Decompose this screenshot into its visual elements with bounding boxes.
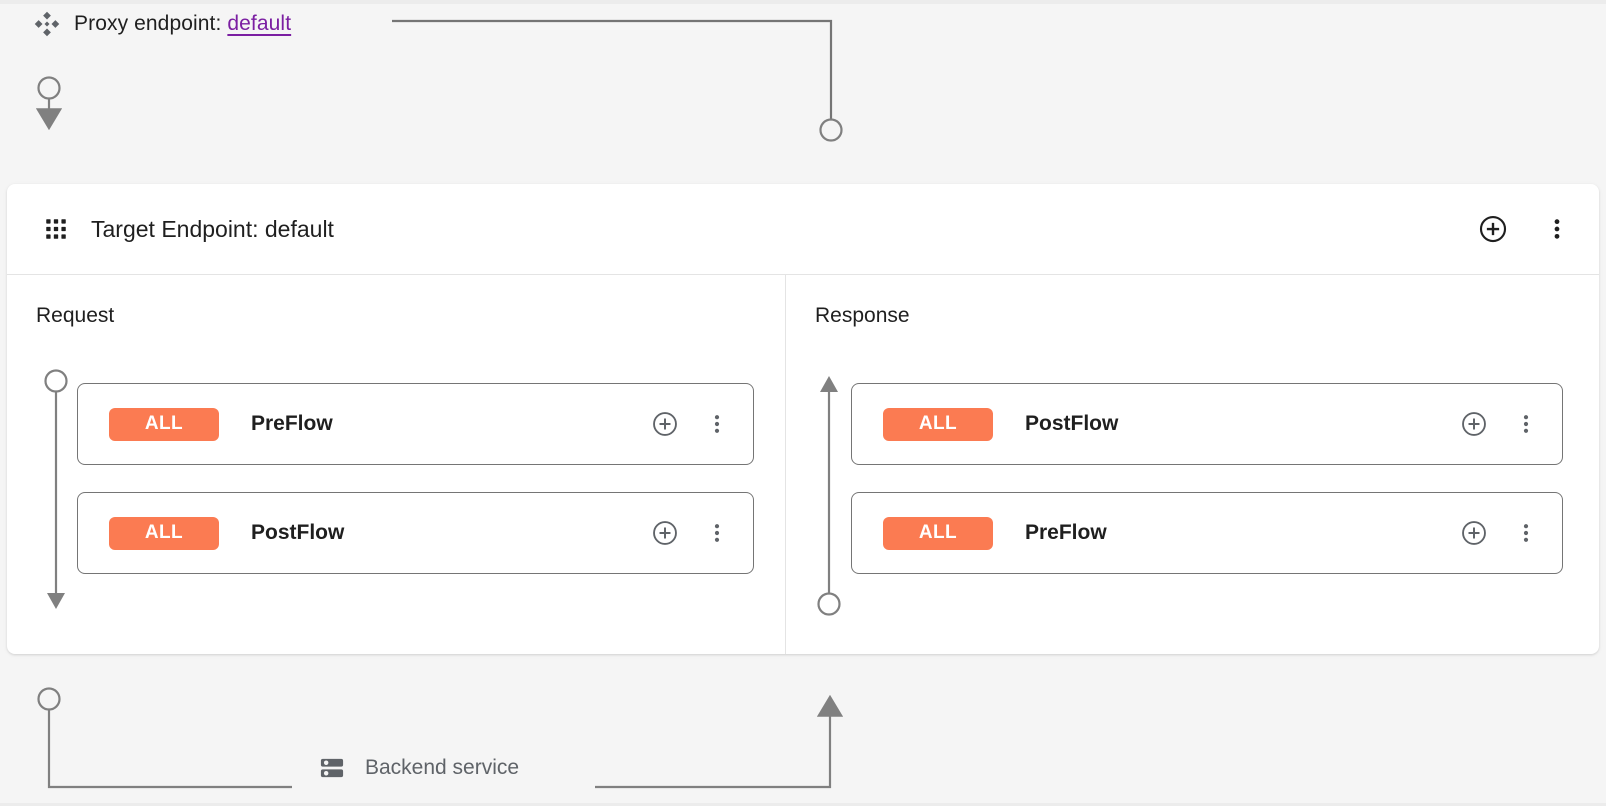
target-endpoint-header: Target Endpoint: default bbox=[7, 184, 1599, 275]
proxy-endpoint-diamond-icon bbox=[32, 9, 62, 39]
backend-service-row[interactable]: Backend service bbox=[318, 748, 519, 788]
column-divider bbox=[785, 275, 786, 654]
response-column: Response ALL PostFlow bbox=[786, 275, 1599, 654]
response-flow-cards: ALL PostFlow bbox=[851, 383, 1563, 574]
request-flow-cards: ALL PreFlow bbox=[77, 383, 754, 574]
more-vert-icon[interactable] bbox=[1541, 213, 1573, 245]
flow-badge: ALL bbox=[883, 407, 993, 441]
more-vert-icon[interactable] bbox=[703, 519, 731, 547]
request-column-label: Request bbox=[36, 304, 115, 327]
flow-columns: Request ALL PreFlow bbox=[7, 275, 1599, 654]
flow-badge: ALL bbox=[109, 407, 219, 441]
add-circle-icon[interactable] bbox=[651, 519, 679, 547]
flow-card-name: PostFlow bbox=[1025, 412, 1119, 435]
response-flow-rail bbox=[817, 376, 841, 616]
bottom-divider bbox=[0, 803, 1606, 806]
flow-card-actions bbox=[1460, 519, 1540, 547]
more-vert-icon[interactable] bbox=[703, 410, 731, 438]
target-endpoint-actions bbox=[1477, 213, 1573, 245]
top-divider bbox=[0, 0, 1606, 4]
flow-card-actions bbox=[651, 519, 731, 547]
flow-card-name: PostFlow bbox=[251, 521, 345, 544]
more-vert-icon[interactable] bbox=[1512, 410, 1540, 438]
flow-card-name: PreFlow bbox=[1025, 521, 1107, 544]
add-circle-icon[interactable] bbox=[651, 410, 679, 438]
request-column: Request ALL PreFlow bbox=[7, 275, 785, 654]
flow-badge: ALL bbox=[883, 516, 993, 550]
flow-card-request-postflow[interactable]: ALL PostFlow bbox=[77, 492, 754, 574]
flow-card-name: PreFlow bbox=[251, 412, 333, 435]
target-endpoint-panel: Target Endpoint: default bbox=[7, 184, 1599, 654]
flow-card-response-preflow[interactable]: ALL PreFlow bbox=[851, 492, 1563, 574]
grid-dots-icon bbox=[43, 216, 69, 242]
connector-proxy-request-out bbox=[35, 76, 63, 131]
more-vert-icon[interactable] bbox=[1512, 519, 1540, 547]
request-flow-rail bbox=[44, 369, 68, 609]
response-column-label: Response bbox=[815, 304, 910, 327]
flow-badge: ALL bbox=[109, 516, 219, 550]
proxy-endpoint-link[interactable]: default bbox=[227, 12, 292, 35]
flow-card-response-postflow[interactable]: ALL PostFlow bbox=[851, 383, 1563, 465]
proxy-endpoint-label: Proxy endpoint: default bbox=[74, 12, 291, 36]
add-circle-icon[interactable] bbox=[1477, 213, 1509, 245]
backend-service-label: Backend service bbox=[365, 756, 520, 779]
add-circle-icon[interactable] bbox=[1460, 519, 1488, 547]
flow-card-actions bbox=[651, 410, 731, 438]
proxy-endpoint-label-text: Proxy endpoint: bbox=[74, 12, 222, 35]
connector-backend-to-target bbox=[595, 694, 844, 789]
add-circle-icon[interactable] bbox=[1460, 410, 1488, 438]
connector-proxy-to-target bbox=[392, 19, 843, 142]
flow-card-request-preflow[interactable]: ALL PreFlow bbox=[77, 383, 754, 465]
target-endpoint-title: Target Endpoint: default bbox=[91, 215, 334, 242]
proxy-endpoint-row: Proxy endpoint: default bbox=[32, 8, 291, 40]
flow-card-actions bbox=[1460, 410, 1540, 438]
server-rack-icon bbox=[318, 754, 346, 782]
connector-target-to-backend bbox=[37, 687, 292, 789]
